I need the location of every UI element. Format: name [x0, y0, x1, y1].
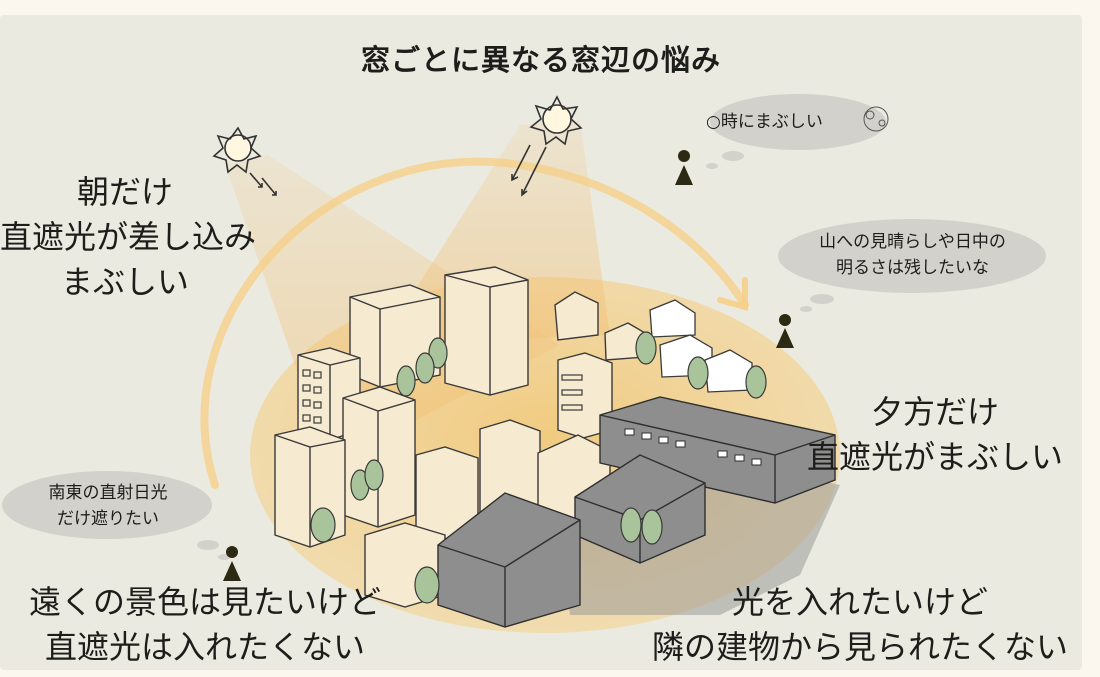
tree — [620, 507, 642, 543]
thought-bubble — [778, 219, 1046, 293]
house — [554, 291, 599, 341]
tree — [414, 566, 440, 604]
noon-light-beam — [380, 120, 610, 345]
bottom-left-line-2: 直遮光は入れたくない — [44, 628, 365, 666]
morning-line-2: 直遮光が差し込み — [0, 218, 257, 256]
bubble-mountain-line-2: 明るさは残したいな — [836, 258, 989, 278]
morning-line-1: 朝だけ — [76, 173, 173, 211]
evening-line-2: 直遮光がまぶしい — [806, 438, 1063, 476]
warehouse — [599, 396, 836, 504]
evening-line-1: 夕方だけ — [870, 393, 999, 431]
bottom-right-label: 光を入れたいけど 隣の建物から見られたくない — [640, 580, 1080, 670]
tree — [641, 509, 663, 545]
warehouse-windows — [624, 428, 762, 466]
bubble-southeast-line-2: だけ遮りたい — [57, 509, 159, 529]
person-icon — [223, 546, 241, 581]
morning-line-3: まぶしい — [60, 263, 189, 301]
dizzy-icon — [863, 106, 889, 132]
bottom-right-line-2: 隣の建物から見られたくない — [651, 628, 1068, 666]
sun-path-arrowhead — [717, 277, 748, 311]
person-icon — [675, 150, 693, 185]
page-title: 窓ごとに異なる窓辺の悩み — [360, 43, 721, 77]
city-illustration — [2, 94, 1046, 633]
tree — [364, 459, 384, 491]
morning-glare-label: 朝だけ 直遮光が差し込み まぶしい — [0, 170, 257, 305]
illustration-panel: 窓ごとに異なる窓辺の悩み 朝だけ 直遮光が差し込み まぶしい ○時にまぶしい 山… — [0, 15, 1082, 670]
bubble-southeast-line-1: 南東の直射日光 — [48, 483, 168, 503]
noon-sun-icon — [511, 95, 583, 197]
evening-glare-label: 夕方だけ 直遮光がまぶしい — [800, 390, 1070, 480]
tree — [745, 365, 767, 399]
tree — [428, 337, 448, 369]
tree — [687, 356, 709, 390]
building — [444, 266, 529, 396]
tree — [415, 352, 435, 384]
tree — [310, 507, 336, 543]
thought-bubble — [710, 94, 886, 150]
bottom-left-line-1: 遠くの景色は見たいけど — [28, 583, 381, 621]
building-windows — [302, 369, 583, 424]
sun-path-arrow — [200, 157, 749, 489]
person-icon — [776, 314, 794, 348]
bottom-right-line-1: 光を入れたいけど — [731, 583, 988, 621]
bubble-time-text: ○時にまぶしい — [706, 112, 823, 132]
bubble-mountain-text: 山への見晴らしや日中の 明るさは残したいな — [780, 229, 1045, 281]
bubble-mountain-line-1: 山への見晴らしや日中の — [819, 232, 1006, 252]
morning-sun-icon — [212, 126, 277, 196]
bottom-left-label: 遠くの景色は見たいけど 直遮光は入れたくない — [15, 580, 395, 670]
tree — [635, 331, 657, 365]
house — [649, 299, 696, 338]
gray-house — [437, 492, 581, 628]
tree — [396, 365, 416, 397]
thought-bubble — [2, 471, 212, 539]
bubble-southeast-text: 南東の直射日光 だけ遮りたい — [8, 480, 208, 532]
